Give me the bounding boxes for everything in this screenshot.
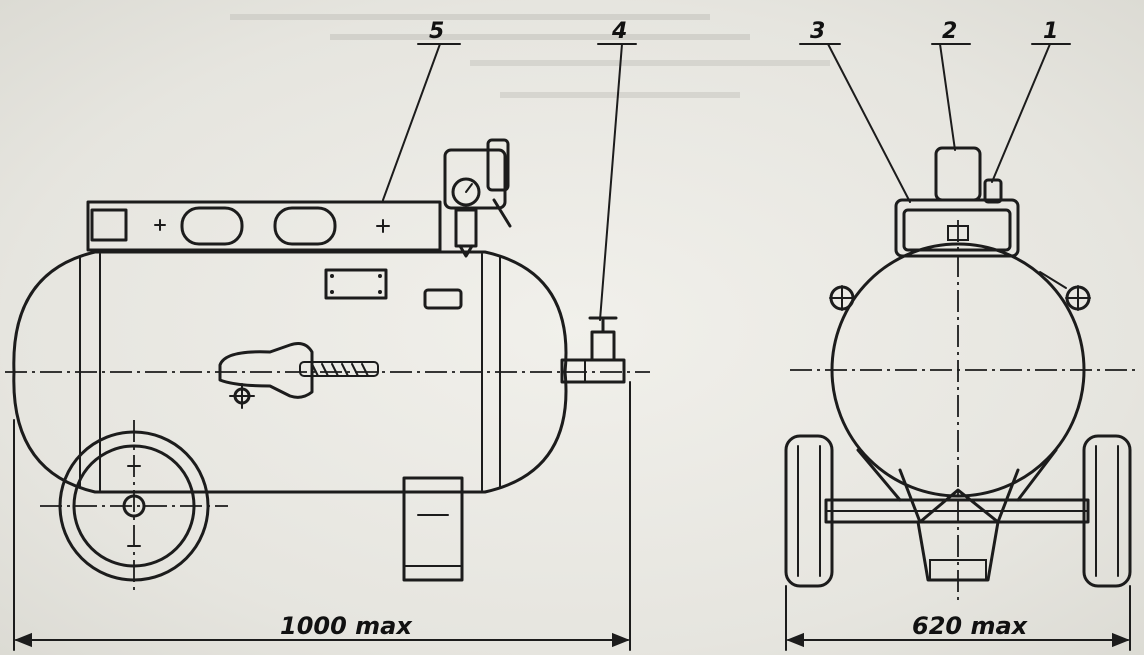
callout-3-label: 3 — [810, 19, 825, 44]
pressure-gauge-icon — [451, 177, 481, 207]
dimension-label-front: 620 max — [912, 612, 1029, 640]
support-leg — [402, 476, 464, 582]
wheel-front-left — [784, 434, 834, 588]
axle-frame — [824, 448, 1090, 582]
dimension-front: 620 max — [785, 585, 1131, 651]
callout-5: 5 — [382, 19, 461, 201]
side-lugs — [829, 271, 1091, 311]
side-view: 1000 max 5 4 — [5, 19, 650, 651]
outlet-valve — [560, 316, 626, 384]
nameplate-rect — [324, 268, 388, 300]
tow-handle — [218, 342, 379, 409]
callout-1-label: 1 — [1043, 19, 1058, 44]
callout-2-label: 2 — [942, 19, 957, 44]
small-plate — [423, 288, 463, 310]
callout-2: 2 — [931, 19, 971, 151]
callout-5-label: 5 — [429, 19, 444, 44]
callout-3: 3 — [799, 19, 911, 203]
dimension-label-side: 1000 max — [280, 612, 413, 640]
top-bracket-plate — [86, 200, 442, 252]
callout-4-label: 4 — [611, 19, 627, 44]
pressure-switch-assembly — [443, 138, 512, 258]
callout-4: 4 — [597, 19, 637, 321]
dimension-side: 1000 max — [13, 381, 631, 651]
tank-shell-side — [12, 250, 568, 494]
wheel-front-right — [1082, 434, 1132, 588]
bleed-through-text — [230, 14, 830, 98]
wheel-side — [40, 420, 228, 590]
front-view: 620 max 3 2 1 — [784, 19, 1140, 651]
callout-1: 1 — [991, 19, 1071, 183]
